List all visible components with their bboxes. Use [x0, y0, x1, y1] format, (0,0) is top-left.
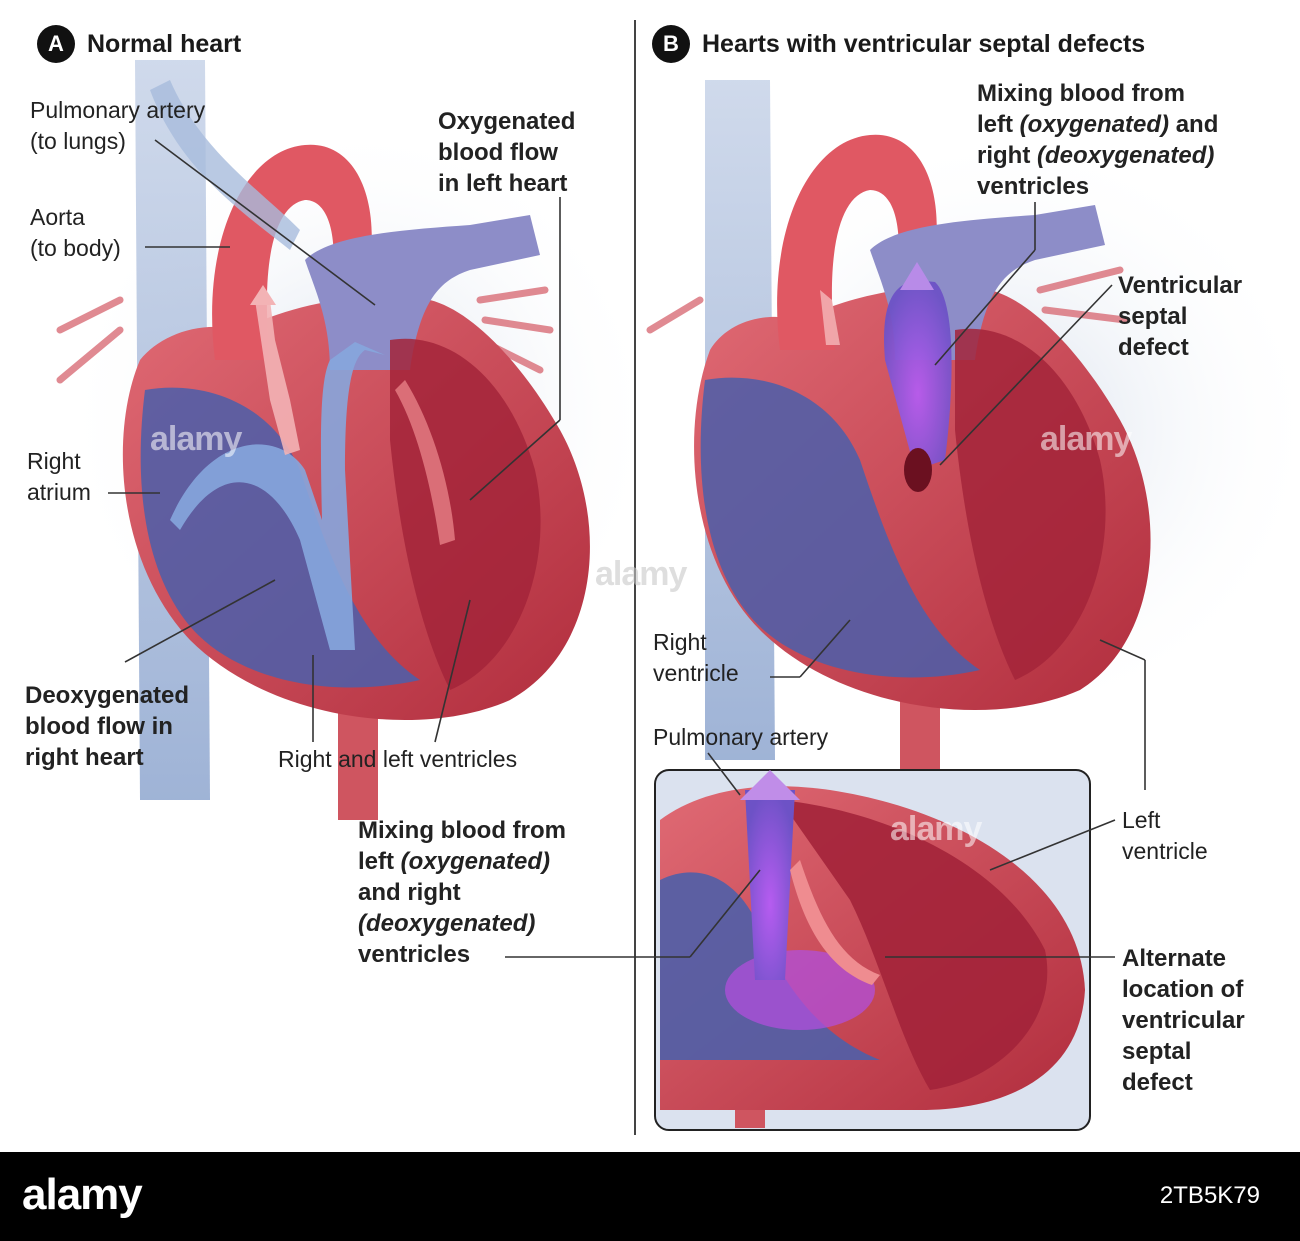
- panel-a-heading: A Normal heart: [37, 25, 241, 63]
- image-code: 2TB5K79: [1160, 1182, 1260, 1210]
- label-mixing-blood-top: Mixing blood from left (oxygenated) and …: [977, 78, 1218, 202]
- label-oxygenated-flow: Oxygenated blood flow in left heart: [438, 106, 575, 199]
- watermark: alamy: [150, 420, 241, 459]
- panel-a-badge: A: [37, 25, 75, 63]
- label-alternate-location: Alternate location of ventricular septal…: [1122, 943, 1245, 1098]
- panel-b-heading: B Hearts with ventricular septal defects: [652, 25, 1145, 63]
- label-right-atrium: Right atrium: [27, 446, 91, 508]
- alamy-logo: alamy: [22, 1170, 142, 1220]
- panel-a-title: Normal heart: [87, 30, 241, 59]
- vsd-figure: alamy alamy alamy alamy A Normal heart B…: [0, 0, 1300, 1150]
- stock-footer: alamy 2TB5K79: [0, 1152, 1300, 1241]
- label-left-ventricle: Left ventricle: [1122, 805, 1208, 867]
- label-pulmonary-artery-b: Pulmonary artery: [653, 722, 828, 753]
- label-aorta: Aorta (to body): [30, 202, 121, 264]
- panel-b-title: Hearts with ventricular septal defects: [702, 30, 1145, 59]
- label-pulmonary-artery-a: Pulmonary artery (to lungs): [30, 95, 205, 157]
- watermark: alamy: [890, 810, 981, 849]
- label-vsd: Ventricular septal defect: [1118, 270, 1242, 363]
- watermark: alamy: [595, 555, 686, 594]
- label-right-left-ventricles: Right and left ventricles: [278, 744, 517, 775]
- label-right-ventricle: Right ventricle: [653, 627, 739, 689]
- label-deoxygenated-flow: Deoxygenated blood flow in right heart: [25, 680, 189, 773]
- watermark: alamy: [1040, 420, 1131, 459]
- label-mixing-blood-bottom: Mixing blood from left (oxygenated) and …: [358, 815, 566, 970]
- inset-heart: [655, 770, 1090, 1130]
- panel-b-badge: B: [652, 25, 690, 63]
